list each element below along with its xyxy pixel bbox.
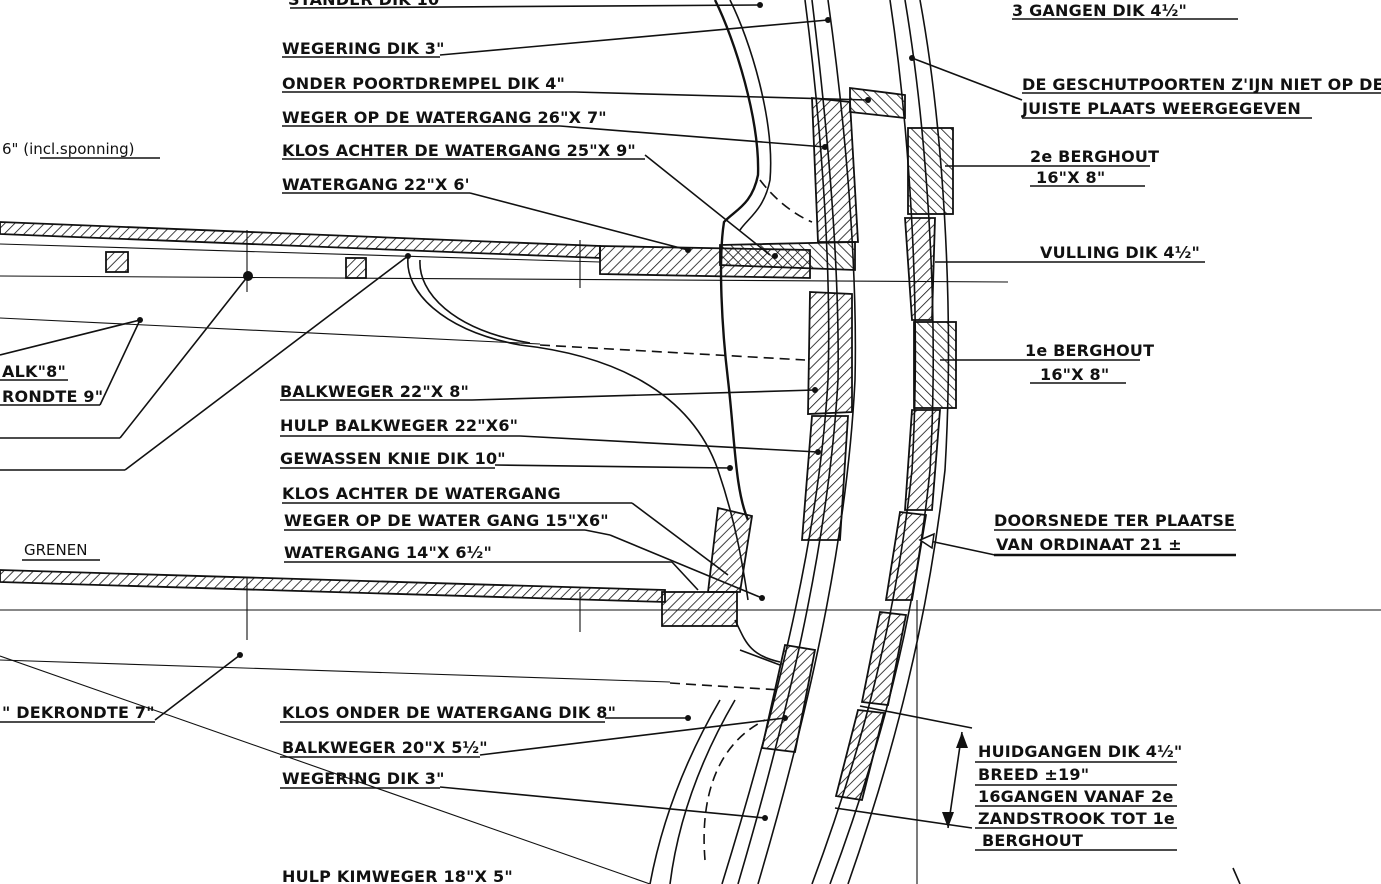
label-klos-achter-top: KLOS ACHTER DE WATERGANG 25"X 9": [282, 141, 636, 160]
label-grenen: GRENEN: [24, 541, 87, 559]
label-gangen-top: 3 GANGEN DIK 4½": [1012, 1, 1187, 20]
guide-lines: [0, 230, 1381, 884]
label-balkweger-20: BALKWEGER 20"X 5½": [282, 738, 488, 757]
label-wegering-bottom: WEGERING DIK 3": [282, 769, 445, 788]
label-onder-poortdrempel: ONDER POORTDREMPEL DIK 4": [282, 74, 565, 93]
label-hulp-balkweger: HULP BALKWEGER 22"X6": [280, 416, 518, 435]
label-balkweger-22: BALKWEGER 22"X 8": [280, 382, 469, 401]
label-weger-watergang-mid: WEGER OP DE WATER GANG 15"X6": [284, 511, 609, 530]
label-gewassen-knie: GEWASSEN KNIE DIK 10": [280, 449, 506, 468]
label-weger-watergang-top: WEGER OP DE WATERGANG 26"X 7": [282, 108, 607, 127]
label-doorsnede-2: VAN ORDINAAT 21 ±: [996, 535, 1182, 554]
label-berghout2-1: 2e BERGHOUT: [1030, 147, 1159, 166]
label-berghout2-2: 16"X 8": [1036, 168, 1105, 187]
label-klos-onder: KLOS ONDER DE WATERGANG DIK 8": [282, 703, 616, 722]
label-dekrondte: " DEKRONDTE 7": [2, 703, 155, 722]
label-berghout1-1: 1e BERGHOUT: [1025, 341, 1154, 360]
label-watergang-top: WATERGANG 22"X 6': [282, 175, 470, 194]
label-huidgangen-2: BREED ±19": [978, 765, 1089, 784]
leader-lines: [0, 2, 1241, 884]
timber-sections: [0, 86, 957, 802]
label-geschutpoorten-2: JUISTE PLAATS WEERGEGEVEN: [1021, 99, 1301, 118]
label-klos-achter-mid: KLOS ACHTER DE WATERGANG: [282, 484, 561, 503]
label-huidgangen-4: ZANDSTROOK TOT 1e: [978, 809, 1175, 828]
label-hulp-kimweger: HULP KIMWEGER 18"X 5": [282, 867, 513, 884]
label-underlines: [0, 18, 1381, 851]
label-wegering-top: WEGERING DIK 3": [282, 39, 445, 58]
label-geschutpoorten-1: DE GESCHUTPOORTEN Z'IJN NIET OP DE: [1022, 75, 1381, 94]
label-stander: STANDER DIK 10: [288, 0, 439, 9]
arrow-icon: [942, 812, 954, 828]
arrow-icon: [956, 732, 968, 748]
label-incl-sponning: 6" (incl.sponning): [2, 140, 135, 158]
label-huidgangen-5: BERGHOUT: [982, 831, 1083, 850]
label-vulling: VULLING DIK 4½": [1040, 243, 1200, 262]
arrow-icon: [918, 532, 935, 550]
label-rondte-left: RONDTE 9": [2, 387, 103, 406]
label-watergang-mid: WATERGANG 14"X 6½": [284, 543, 492, 562]
label-huidgangen-3: 16GANGEN VANAF 2e: [978, 787, 1174, 806]
label-berghout1-2: 16"X 8": [1040, 365, 1109, 384]
label-balk-left: ALK"8": [2, 362, 66, 381]
label-doorsnede-1: DOORSNEDE TER PLAATSE: [994, 511, 1235, 530]
label-huidgangen-1: HUIDGANGEN DIK 4½": [978, 742, 1182, 761]
